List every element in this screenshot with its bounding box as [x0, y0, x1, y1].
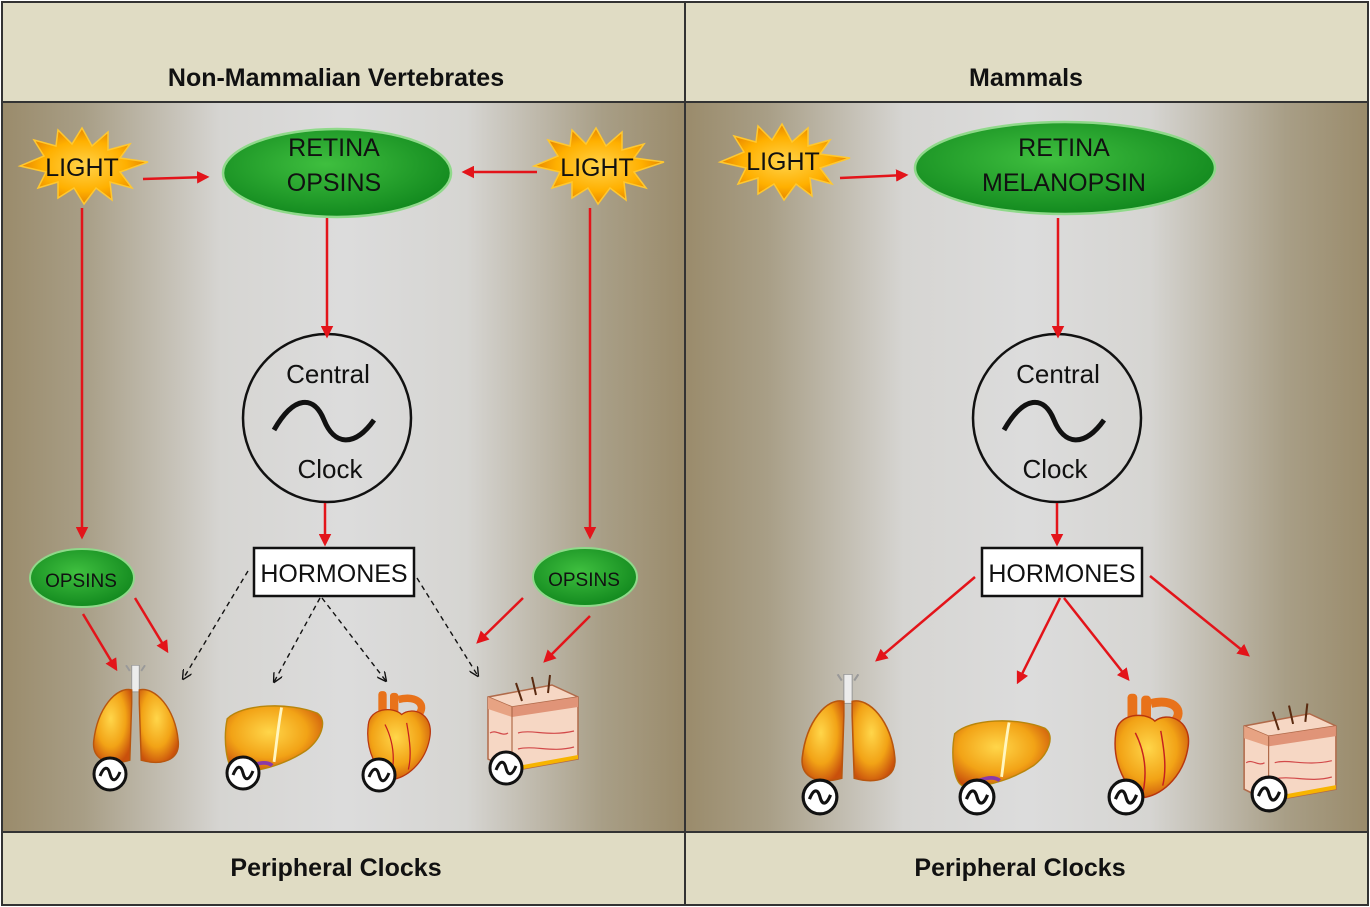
- retina-label: RETINA: [1018, 134, 1110, 162]
- arrow-opsins-to-lung: [133, 597, 169, 654]
- hormones-label: HORMONES: [260, 560, 407, 588]
- opsins-right-label: OPSINS: [548, 570, 620, 591]
- left-dashed-arrows: [183, 570, 478, 682]
- oscillator-icon: [488, 750, 524, 786]
- left-footer-box: [1, 831, 686, 906]
- right-panel: Mammals Peripheral Clocks LIGHT RETINA M…: [684, 1, 1369, 906]
- light-burst-icon: [17, 126, 149, 206]
- arrow-opsins-to-lung: [81, 613, 118, 672]
- arrow-hormones-to-heart: [1063, 597, 1130, 681]
- melanopsin-label: MELANOPSIN: [982, 169, 1146, 197]
- oscillator-icon: [92, 756, 128, 792]
- clock-label: Clock: [1022, 454, 1088, 484]
- central-label: Central: [286, 359, 370, 389]
- right-panel-title: Mammals: [969, 64, 1083, 92]
- right-panel-footer: Peripheral Clocks: [914, 854, 1125, 882]
- opsins-label: OPSINS: [287, 169, 381, 197]
- hormones-label: HORMONES: [988, 560, 1135, 588]
- opsins-node-right: OPSINS: [532, 547, 638, 607]
- oscillator-icon: [958, 778, 996, 816]
- light-burst-icon: [531, 126, 665, 206]
- left-red-arrows: [75, 165, 597, 672]
- light-burst-icon: [717, 122, 851, 202]
- oscillator-icon: [1107, 778, 1145, 816]
- arrow-light-to-retina: [839, 169, 909, 182]
- dashed-arrow-hormones-to-skin: [416, 577, 478, 676]
- light-burst-left: LIGHT: [17, 126, 149, 206]
- central-label: Central: [1016, 359, 1100, 389]
- arrow-opsins-to-skin: [543, 615, 591, 663]
- oscillator-icon: [225, 755, 261, 791]
- dashed-arrow-hormones-to-liver: [274, 597, 321, 682]
- oscillator-icon: [361, 757, 397, 793]
- arrow-hormones-to-lung: [875, 576, 976, 662]
- right-footer-box: [684, 831, 1369, 906]
- right-header-box: [684, 1, 1369, 103]
- arrow-light-to-retina: [142, 171, 210, 184]
- hormones-node: HORMONES: [252, 546, 416, 598]
- arrow-hormones-to-skin: [1149, 575, 1250, 657]
- arrow-opsins-to-skin: [476, 597, 524, 644]
- oscillation-icon: [1001, 400, 1107, 443]
- light-left-label: LIGHT: [45, 154, 119, 182]
- light-right-label: LIGHT: [560, 154, 634, 182]
- retina-opsins-node: RETINA OPSINS: [221, 127, 453, 219]
- arrow-hormones-to-liver: [1016, 597, 1062, 685]
- opsins-left-label: OPSINS: [45, 571, 117, 592]
- retina-melanopsin-node: RETINA MELANOPSIN: [913, 120, 1217, 216]
- light-burst-mammal: LIGHT: [717, 122, 851, 202]
- opsins-node-left: OPSINS: [29, 548, 135, 608]
- oscillation-icon: [271, 400, 377, 443]
- retina-label: RETINA: [288, 134, 380, 162]
- oscillator-icon: [801, 778, 839, 816]
- hormones-node-mammal: HORMONES: [980, 546, 1144, 598]
- left-panel: Non-Mammalian Vertebrates Peripheral Clo…: [1, 1, 686, 906]
- dashed-arrow-hormones-to-lung: [183, 570, 249, 679]
- left-header-box: [1, 1, 686, 103]
- right-red-arrows: [839, 169, 1250, 685]
- left-panel-title: Non-Mammalian Vertebrates: [168, 64, 504, 92]
- left-panel-footer: Peripheral Clocks: [230, 854, 441, 882]
- clock-label: Clock: [297, 454, 363, 484]
- right-body: [684, 101, 1369, 833]
- oscillator-icon: [1250, 775, 1288, 813]
- light-mammal-label: LIGHT: [746, 148, 820, 176]
- light-burst-right: LIGHT: [531, 126, 665, 206]
